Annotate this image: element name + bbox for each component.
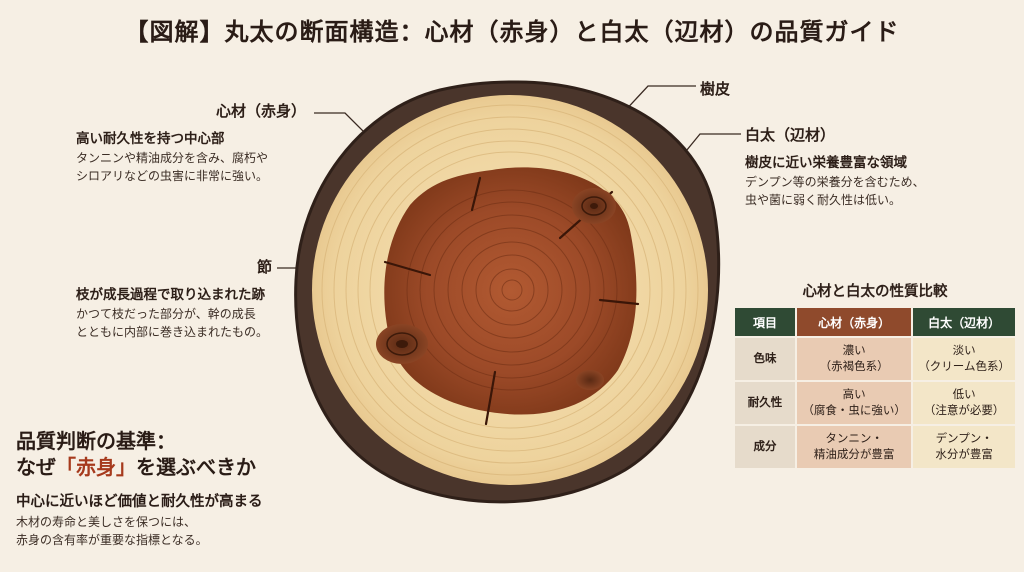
page-title: 【図解】丸太の断面構造：心材（赤身）と白太（辺材）の品質ガイド (124, 18, 900, 46)
heartwood-rings (406, 189, 618, 391)
comparison-table: 項目 心材（赤身） 白太（辺材） 色味 濃い（赤褐色系） 淡い（クリーム色系） … (733, 306, 1017, 470)
header-item: 項目 (735, 308, 795, 336)
knot-marks (376, 188, 616, 390)
heartwood-subheading: 高い耐久性を持つ中心部 (76, 131, 225, 147)
row-heartwood-value: タンニン・精油成分が豊富 (797, 426, 912, 468)
row-heartwood-value: 濃い（赤褐色系） (797, 338, 912, 380)
sapwood-description: デンプン等の栄養分を含むため、 虫や菌に弱く耐久性は低い。 (745, 175, 925, 207)
criteria-description: 木材の寿命と美しさを保つには、 赤身の含有率が重要な指標となる。 (16, 515, 208, 547)
sapwood-subheading: 樹皮に近い栄養豊富な領域 (745, 155, 907, 171)
row-sapwood-value: 淡い（クリーム色系） (913, 338, 1015, 380)
knot-heading: 節 (256, 258, 272, 276)
heartwood-label: 心材（赤身） 高い耐久性を持つ中心部 タンニンや精油成分を含み、腐朽や シロアリ… (76, 100, 306, 185)
header-heartwood: 心材（赤身） (797, 308, 912, 336)
comparison-header-row: 項目 心材（赤身） 白太（辺材） (735, 308, 1015, 336)
table-row: 色味 濃い（赤褐色系） 淡い（クリーム色系） (735, 338, 1015, 380)
leader-line-bark (621, 85, 696, 115)
row-sapwood-value: デンプン・水分が豊富 (913, 426, 1015, 468)
table-row: 耐久性 高い（腐食・虫に強い） 低い（注意が必要） (735, 382, 1015, 424)
sapwood-heading: 白太（辺材） (745, 126, 836, 144)
quality-criteria: 品質判断の基準： なぜ「赤身」を選ぶべきか 中心に近いほど価値と耐久性が高まる … (16, 428, 336, 549)
heartwood-heading: 心材（赤身） (215, 102, 306, 120)
heartwood-description: タンニンや精油成分を含み、腐朽や シロアリなどの虫害に非常に強い。 (76, 151, 269, 183)
sapwood-rings (321, 104, 699, 476)
radial-cracks (383, 176, 640, 426)
criteria-highlight: 「赤身」 (56, 455, 136, 479)
bark-label: 樹皮 (700, 80, 731, 98)
row-sapwood-value: 低い（注意が必要） (913, 382, 1015, 424)
row-item: 成分 (735, 426, 795, 468)
comparison-title: 心材と白太の性質比較 (802, 284, 948, 300)
header-sapwood: 白太（辺材） (913, 308, 1015, 336)
knot-subheading: 枝が成長過程で取り込まれた跡 (76, 287, 265, 303)
sapwood-label: 白太（辺材） 樹皮に近い栄養豊富な領域 デンプン等の栄養分を含むため、 虫や菌に… (745, 124, 925, 209)
knot-description: かつて枝だった部分が、幹の成長 とともに内部に巻き込まれたもの。 (76, 307, 269, 339)
table-row: 成分 タンニン・精油成分が豊富 デンプン・水分が豊富 (735, 426, 1015, 468)
row-item: 耐久性 (735, 382, 795, 424)
row-heartwood-value: 高い（腐食・虫に強い） (797, 382, 912, 424)
row-item: 色味 (735, 338, 795, 380)
knot-label: 節 枝が成長過程で取り込まれた跡 かつて枝だった部分が、幹の成長 とともに内部に… (76, 256, 272, 341)
criteria-title: 品質判断の基準： なぜ「赤身」を選ぶべきか (16, 429, 256, 479)
criteria-subheading: 中心に近いほど価値と耐久性が高まる (16, 494, 263, 510)
